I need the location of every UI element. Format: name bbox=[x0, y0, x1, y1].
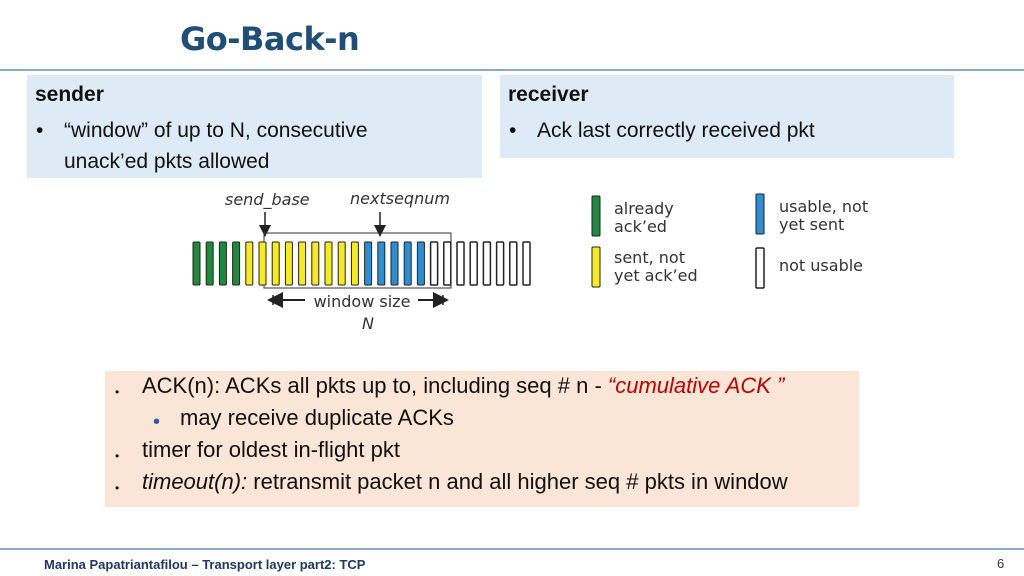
packet-not-usable bbox=[495, 241, 505, 286]
packet-usable-not-sent bbox=[416, 241, 425, 286]
packet-sent-not-acked bbox=[245, 241, 254, 286]
receiver-bullet: • Ack last correctly received pkt bbox=[509, 115, 815, 146]
packet-acked bbox=[218, 241, 227, 286]
bullet-glyph: • bbox=[115, 481, 120, 495]
notes-box: • ACK(n): ACKs all pkts up to, including… bbox=[105, 371, 859, 507]
note-line-4: timeout(n): retransmit packet n and all … bbox=[142, 469, 788, 495]
bullet-glyph: • bbox=[36, 119, 44, 142]
packet-usable-not-sent bbox=[403, 241, 412, 286]
packet-acked bbox=[232, 241, 241, 286]
packet-not-usable bbox=[509, 241, 518, 286]
packet-usable-not-sent bbox=[390, 241, 399, 286]
packet-sent-not-acked bbox=[337, 241, 346, 286]
legend-acked-swatch bbox=[591, 195, 601, 237]
packet-sent-not-acked bbox=[311, 241, 320, 286]
packet-not-usable bbox=[456, 241, 465, 286]
packet-not-usable bbox=[482, 241, 492, 286]
receiver-bullet-text: Ack last correctly received pkt bbox=[537, 119, 815, 142]
legend-usable-line1: usable, not bbox=[779, 197, 868, 216]
packet-sent-not-acked bbox=[258, 241, 267, 286]
legend-sent-line2: yet ack’ed bbox=[614, 266, 698, 285]
footer-text: Marina Papatriantafilou – Transport laye… bbox=[44, 557, 366, 572]
packet-not-usable bbox=[443, 241, 452, 286]
window-word: window bbox=[71, 119, 142, 142]
packet-acked bbox=[205, 241, 214, 286]
packet-sequence bbox=[192, 241, 531, 286]
note-line-1: ACK(n): ACKs all pkts up to, including s… bbox=[142, 373, 784, 399]
legend-not-usable-label: not usable bbox=[779, 256, 863, 275]
legend-usable-line2: yet sent bbox=[779, 215, 844, 234]
packet-sent-not-acked bbox=[298, 241, 307, 286]
packet-not-usable bbox=[469, 241, 478, 286]
sender-box: sender • “window” of up to N, consecutiv… bbox=[27, 75, 482, 178]
apostrophe: ’ bbox=[120, 150, 125, 173]
footer-divider bbox=[0, 548, 1024, 550]
sender-line2-a: unack bbox=[64, 150, 121, 173]
legend-sent-line1: sent, not bbox=[614, 248, 685, 267]
legend-sent-swatch bbox=[591, 246, 601, 288]
packet-acked bbox=[192, 241, 201, 286]
nextseqnum-label: nextseqnum bbox=[350, 189, 450, 208]
note-line-3: timer for oldest in-flight pkt bbox=[142, 437, 400, 462]
close-quote: ” bbox=[141, 119, 149, 142]
timeout-term: timeout(n): bbox=[142, 469, 248, 494]
sender-heading: sender bbox=[35, 83, 104, 106]
packet-sent-not-acked bbox=[284, 241, 293, 286]
packet-usable-not-sent bbox=[364, 241, 373, 286]
window-n-label: N bbox=[362, 314, 374, 333]
send-base-label: send_base bbox=[225, 190, 310, 210]
legend-acked-line2: ack’ed bbox=[614, 217, 667, 236]
packet-sent-not-acked bbox=[271, 241, 280, 286]
receiver-box: receiver • Ack last correctly received p… bbox=[500, 75, 954, 158]
sub-bullet-glyph: • bbox=[153, 411, 161, 433]
legend-not-usable-swatch bbox=[755, 247, 765, 289]
title-divider bbox=[0, 69, 1024, 71]
sender-bullet-rest: of up to N, consecutive bbox=[148, 119, 368, 142]
open-quote: “ bbox=[64, 119, 71, 142]
receiver-heading: receiver bbox=[508, 83, 589, 106]
window-size-label: window size bbox=[314, 292, 411, 311]
legend-acked-line1: already bbox=[614, 199, 674, 218]
sender-bullet: • “window” of up to N, consecutive unack… bbox=[36, 115, 368, 177]
packet-sent-not-acked bbox=[324, 241, 333, 286]
packet-usable-not-sent bbox=[377, 241, 386, 286]
legend-usable-swatch bbox=[755, 193, 765, 235]
note-line-4-rest: retransmit packet n and all higher seq #… bbox=[247, 469, 788, 494]
bullet-glyph: • bbox=[115, 385, 120, 399]
page-number: 6 bbox=[997, 556, 1005, 571]
packet-sent-not-acked bbox=[350, 241, 359, 286]
note-line-2: may receive duplicate ACKs bbox=[180, 405, 454, 430]
bullet-glyph: • bbox=[509, 119, 517, 142]
slide-title: Go-Back-n bbox=[180, 20, 360, 58]
note-line-1-text: ACK(n): ACKs all pkts up to, including s… bbox=[142, 373, 608, 398]
bullet-glyph: • bbox=[115, 449, 120, 463]
packet-not-usable bbox=[429, 241, 439, 286]
sender-line2-b: ed pkts allowed bbox=[124, 150, 270, 173]
cumulative-ack-phrase: “cumulative ACK ” bbox=[607, 373, 785, 398]
packet-not-usable bbox=[522, 241, 531, 286]
